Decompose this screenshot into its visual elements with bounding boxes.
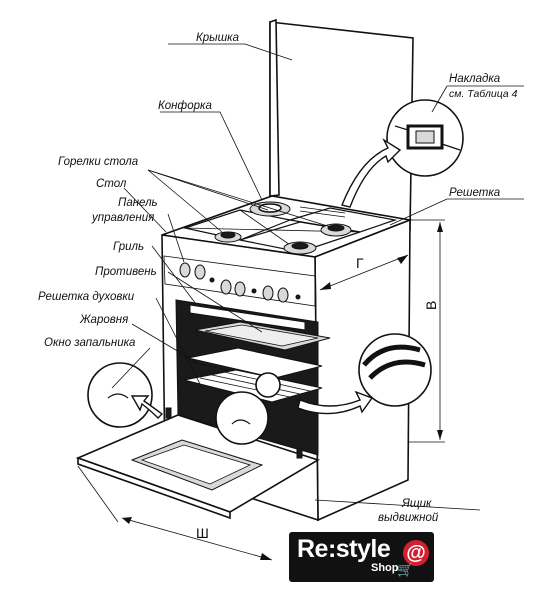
- knob-icon: [194, 264, 206, 280]
- oven-door: [75, 407, 320, 520]
- logo-sub: Shop: [371, 562, 399, 574]
- label-roasting-pan: Жаровня: [79, 314, 128, 326]
- restyle-shop-logo: Re:style @ Shop 🛒: [289, 532, 434, 582]
- logo-brand: Re:style: [297, 535, 391, 563]
- logo-at-icon: @: [403, 540, 429, 566]
- dimension-width: [77, 465, 273, 561]
- dimension-depth: [319, 254, 409, 291]
- label-lid: Крышка: [196, 32, 239, 44]
- label-overlay-ref: см. Таблица 4: [449, 88, 518, 100]
- gas-burner-back-right: [320, 223, 352, 237]
- label-table-burners: Горелки стола: [58, 156, 138, 168]
- label-overlay: Накладка: [449, 73, 500, 85]
- label-ignition-window: Окно запальника: [44, 337, 135, 349]
- arrow-to-overlay: [341, 138, 402, 208]
- label-grill: Гриль: [113, 241, 144, 253]
- knob-icon: [179, 262, 191, 278]
- dimension-depth-label: Г: [356, 255, 364, 271]
- label-table: Стол: [96, 178, 127, 190]
- label-oven-rack: Решетка духовки: [38, 291, 135, 303]
- gas-burner-front-right: [283, 241, 317, 255]
- knob-icon: [220, 279, 232, 295]
- zoom-overlay: [386, 99, 464, 177]
- gas-burner-front-left: [214, 231, 242, 243]
- arrow-to-rack: [297, 390, 374, 415]
- knob-icon: [262, 285, 274, 301]
- label-burner: Конфорка: [158, 100, 212, 112]
- dimension-height-label: В: [423, 301, 439, 310]
- label-drawer-1: Ящик: [401, 498, 432, 510]
- zoom-rack-hooks: [255, 333, 432, 407]
- dimension-height: [408, 219, 445, 443]
- knob-icon: [277, 287, 289, 303]
- electric-hotplate: [249, 201, 291, 217]
- zoom-ignition: [87, 362, 269, 445]
- control-knobs: [179, 262, 301, 303]
- cart-icon: 🛒: [397, 563, 414, 578]
- label-panel-2: управления: [91, 212, 154, 224]
- label-grate: Решетка: [449, 187, 500, 199]
- baking-tray: [194, 321, 331, 351]
- leader-lines: [111, 43, 524, 511]
- dimension-width-label: Ш: [196, 525, 209, 541]
- arrow-to-ignition: [130, 395, 164, 419]
- label-panel-1: Панель: [118, 197, 158, 209]
- label-baking-tray: Противень: [95, 266, 157, 278]
- knob-icon: [234, 281, 246, 297]
- label-drawer-2: выдвижной: [378, 512, 439, 524]
